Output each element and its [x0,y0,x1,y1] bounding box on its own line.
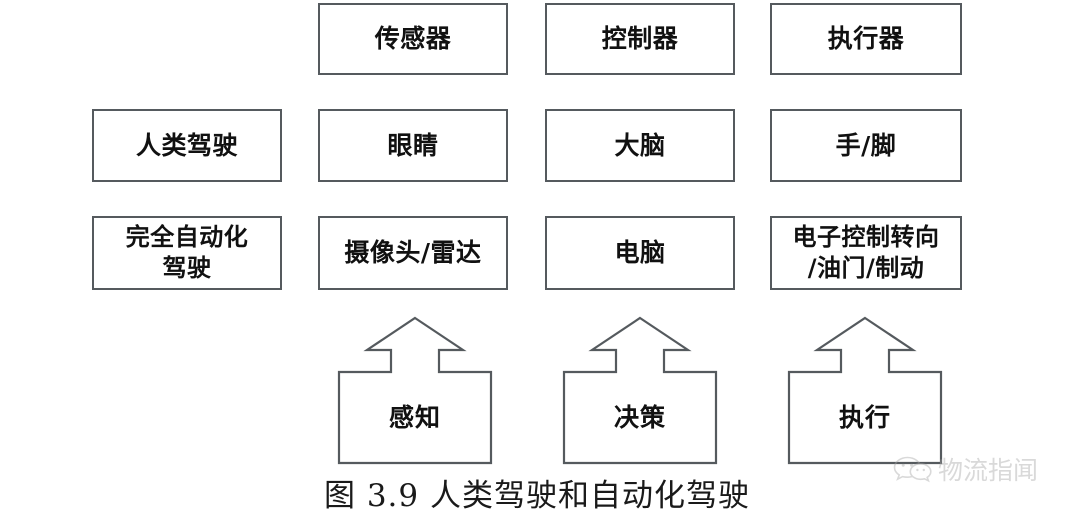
block-arrow-decision: 决策 [561,314,719,466]
node-eyes: 眼睛 [318,109,508,182]
block-arrow-up-icon [786,314,944,466]
node-hands-feet: 手/脚 [770,109,962,182]
node-sensor: 传感器 [318,3,508,75]
block-arrow-execution: 执行 [786,314,944,466]
node-controller: 控制器 [545,3,735,75]
figure-caption: 图 3.9 人类驾驶和自动化驾驶 [323,478,750,514]
node-camera-radar: 摄像头/雷达 [318,216,508,290]
wechat-logo-icon [893,455,933,483]
row-label-human-driving: 人类驾驶 [92,109,282,182]
arrow-label-decision: 决策 [613,403,666,432]
figure-caption-container: 图 3.9 人类驾驶和自动化驾驶 [0,470,1080,515]
arrow-label-perception: 感知 [388,403,441,432]
node-computer: 电脑 [545,216,735,290]
node-actuator: 执行器 [770,3,962,75]
node-brain: 大脑 [545,109,735,182]
watermark-text: 物流指闻 [938,456,1039,485]
row-label-full-automation: 完全自动化 驾驶 [92,216,282,290]
watermark: 物流指闻 [893,452,1038,486]
node-electronic-control: 电子控制转向 /油门/制动 [770,216,962,290]
block-arrow-perception: 感知 [336,314,494,466]
arrow-label-execution: 执行 [838,403,891,432]
block-arrow-up-icon [336,314,494,466]
block-arrow-up-icon [561,314,719,466]
